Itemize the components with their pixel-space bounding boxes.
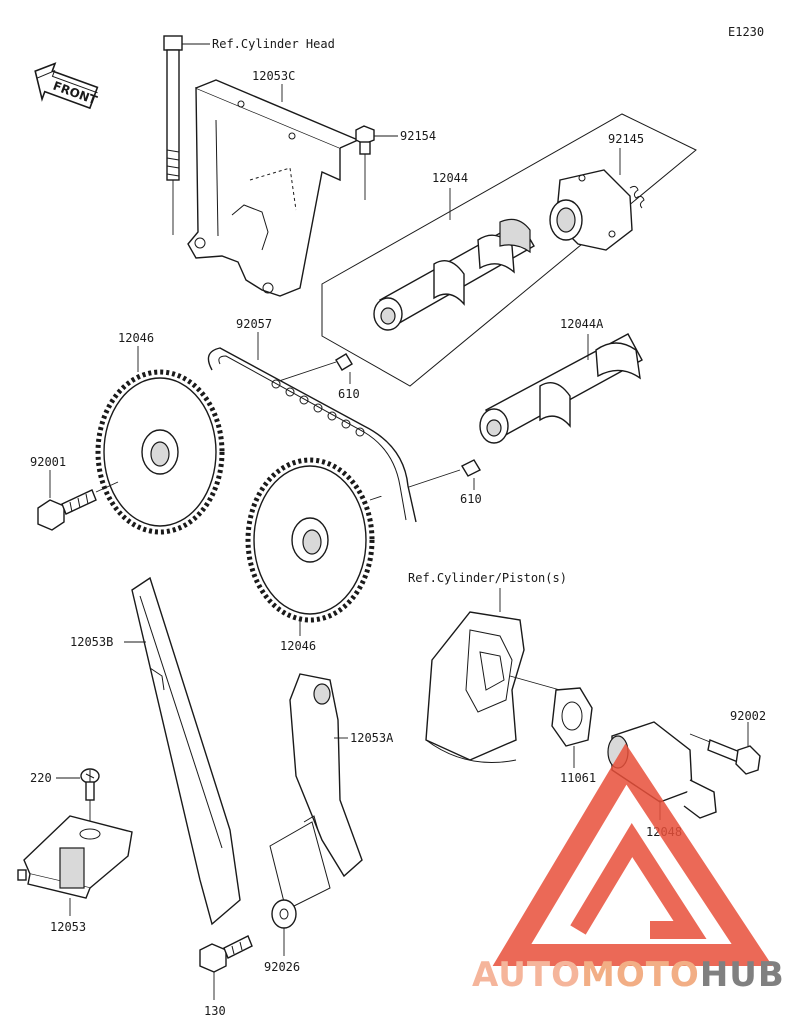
part-12046-sprocket-top xyxy=(95,369,225,535)
watermark-logo-inner-icon xyxy=(570,822,707,939)
watermark-text-hub: HUB xyxy=(700,955,785,995)
label-11061: 11061 xyxy=(560,771,596,785)
camshaft-group-outline xyxy=(321,113,697,387)
part-610-pin-a xyxy=(335,353,353,384)
label-92154: 92154 xyxy=(400,129,436,143)
part-11061-gasket xyxy=(551,687,593,747)
label-12053B: 12053B xyxy=(70,635,113,649)
automotohub-watermark: AUTOMOTOHUB xyxy=(472,743,785,995)
part-610-pin-b xyxy=(461,459,481,490)
part-130-bolt xyxy=(199,935,253,973)
part-92026-washer xyxy=(271,899,297,929)
label-92001: 92001 xyxy=(30,455,66,469)
label-220: 220 xyxy=(30,771,52,785)
label-92145: 92145 xyxy=(608,132,644,146)
label-12053A: 12053A xyxy=(350,731,394,745)
front-arrow-icon: FRONT xyxy=(34,62,100,110)
label-12046-bottom: 12046 xyxy=(280,639,316,653)
label-12044A: 12044A xyxy=(560,317,604,331)
label-610-a: 610 xyxy=(338,387,360,401)
label-130: 130 xyxy=(204,1004,226,1018)
part-12053-guide-block xyxy=(17,815,133,899)
part-12046-sprocket-bottom xyxy=(245,457,375,623)
part-12053B-chain-guide xyxy=(131,576,241,926)
watermark-text-moto: MOTO xyxy=(581,955,700,995)
label-12046-top: 12046 xyxy=(118,331,154,345)
label-92057: 92057 xyxy=(236,317,272,331)
part-12044A-camshaft xyxy=(479,333,643,444)
part-12053C-bracket xyxy=(187,79,360,297)
label-12053C: 12053C xyxy=(252,69,295,83)
label-92026: 92026 xyxy=(264,960,300,974)
part-12044-camshaft xyxy=(373,218,535,331)
label-610-b: 610 xyxy=(460,492,482,506)
cylinder-head-bolt xyxy=(163,35,183,235)
label-ref-cylinder-head: Ref.Cylinder Head xyxy=(212,37,335,51)
watermark-logo-icon xyxy=(492,743,773,966)
label-12053: 12053 xyxy=(50,920,86,934)
label-ref-cylinder-piston: Ref.Cylinder/Piston(s) xyxy=(408,571,567,585)
part-92154-bolt xyxy=(355,125,375,200)
ref-cylinder-block xyxy=(425,611,525,763)
part-decompressor-assembly xyxy=(549,169,645,251)
part-12053A-chain-guide xyxy=(289,673,363,878)
part-92057-cam-chain xyxy=(207,347,417,523)
part-92002-bolt xyxy=(689,733,761,775)
diagram-code: E1230 xyxy=(728,25,764,39)
label-92002: 92002 xyxy=(730,709,766,723)
watermark-text-auto: AUTO xyxy=(472,955,581,995)
guide-mount-outline xyxy=(269,821,331,911)
svg-text:AUTOMOTOHUB: AUTOMOTOHUB xyxy=(472,955,785,995)
part-92001-bolt xyxy=(37,481,119,531)
label-12044: 12044 xyxy=(432,171,468,185)
